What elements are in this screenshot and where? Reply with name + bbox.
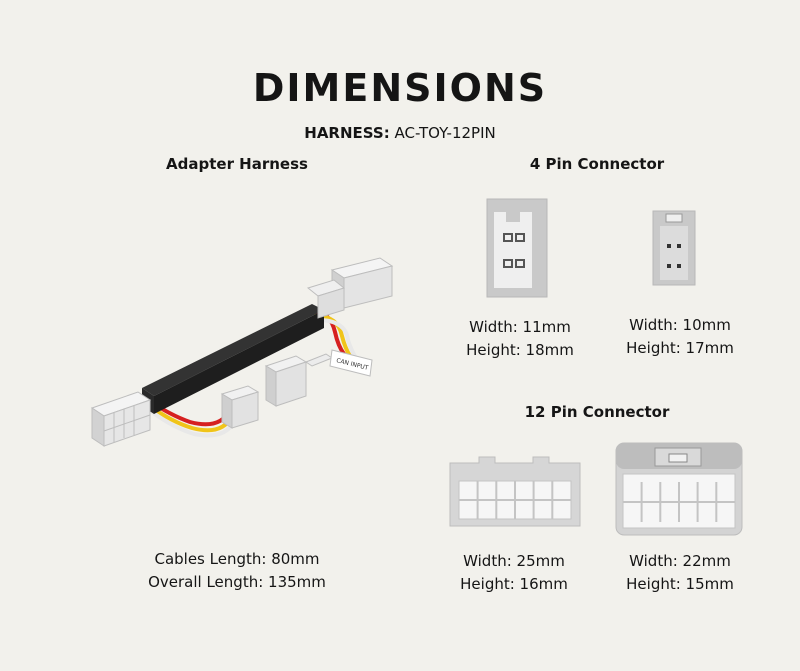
harness-value: AC-TOY-12PIN [394,124,496,142]
pin12-right-width: Width: 22mm [629,552,731,570]
pin4-right-width: Width: 10mm [629,316,731,334]
pin4-left-dimensions: Width: 11mm Height: 18mm [440,316,600,362]
page-title: DIMENSIONS [252,66,548,110]
pin4-connector-back-illustration [652,210,696,286]
pin4-title: 4 Pin Connector [529,155,665,173]
harness-line: HARNESS: AC-TOY-12PIN [0,124,800,142]
pin4-connector-front-illustration [486,198,548,298]
pin12-left-height: Height: 16mm [460,575,568,593]
pin12-connector-left-illustration [449,456,581,527]
pin4-right-dimensions: Width: 10mm Height: 17mm [600,314,760,360]
pin12-connector-right-illustration [615,442,743,536]
adapter-harness-illustration: CAN INPUT [90,257,394,447]
adapter-harness-title: Adapter Harness [166,155,308,173]
pin4-right-height: Height: 17mm [626,339,734,357]
overall-length: Overall Length: 135mm [148,573,326,591]
harness-label: HARNESS: [304,124,390,142]
adapter-dimensions: Cables Length: 80mm Overall Length: 135m… [117,548,357,594]
pin12-right-dimensions: Width: 22mm Height: 15mm [600,550,760,596]
cable-length: Cables Length: 80mm [154,550,320,568]
pin12-left-width: Width: 25mm [463,552,565,570]
pin4-left-width: Width: 11mm [469,318,571,336]
pin12-left-dimensions: Width: 25mm Height: 16mm [434,550,594,596]
pin4-left-height: Height: 18mm [466,341,574,359]
pin12-right-height: Height: 15mm [626,575,734,593]
pin12-title: 12 Pin Connector [524,403,670,421]
